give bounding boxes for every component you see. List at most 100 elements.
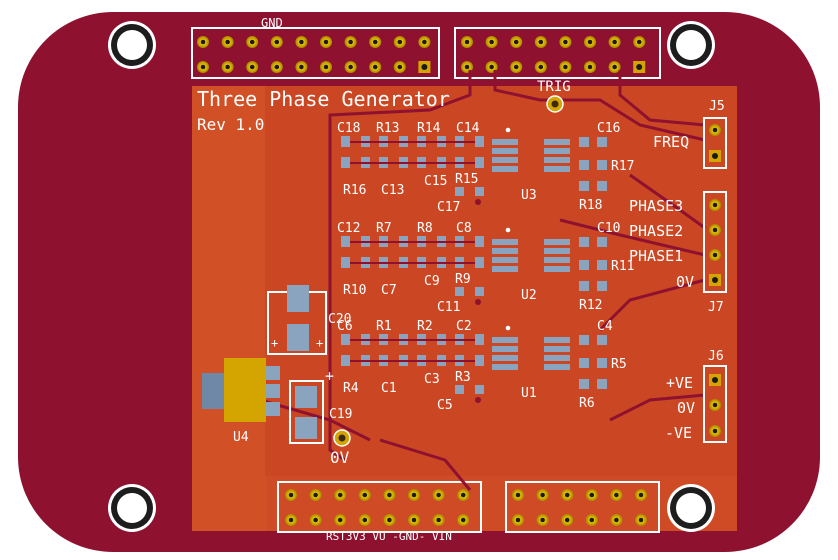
component-ref: R8	[417, 221, 433, 236]
header-pin	[369, 36, 382, 48]
smd-pad	[492, 355, 518, 361]
smd-pad	[492, 139, 518, 145]
header-pin	[334, 514, 347, 526]
header-pin-hole	[636, 64, 643, 70]
smd-pad	[579, 181, 589, 191]
component-ref: C11	[437, 300, 460, 315]
j6-pin-2	[709, 399, 721, 411]
header-pin	[393, 36, 406, 48]
header-pin	[358, 489, 371, 501]
smd-pad	[492, 337, 518, 343]
j5-pin	[709, 124, 721, 136]
smd-pad	[455, 287, 464, 296]
smd-pad	[492, 148, 518, 154]
smd-pad	[597, 281, 607, 291]
j6-ref: J6	[708, 349, 724, 364]
smd-pad	[492, 166, 518, 172]
c19-plus: +	[325, 367, 334, 385]
copper-pour-left	[192, 86, 267, 531]
smd-pad	[597, 160, 607, 170]
j6-pin-3	[709, 425, 721, 437]
c19-outline	[289, 380, 324, 444]
mounting-hole-bottom-left	[108, 484, 156, 532]
j7-phase3-label: PHASE3	[629, 197, 683, 215]
header-pin	[221, 61, 234, 73]
header-pin	[457, 514, 470, 526]
c20-plus-right: +	[316, 336, 323, 350]
component-ref: R4	[343, 381, 359, 396]
zero-v-label: 0V	[330, 448, 350, 467]
header-pin	[295, 36, 308, 48]
c20-plus-left: +	[271, 336, 278, 350]
j7-outline	[703, 191, 727, 293]
j6-pve-label: +VE	[666, 374, 693, 392]
header-pin	[383, 489, 396, 501]
component-ref: U2	[521, 288, 537, 303]
component-ref: C17	[437, 200, 460, 215]
smd-pad	[544, 355, 570, 361]
u4-pin-1	[266, 366, 280, 380]
header-pin	[561, 489, 574, 501]
u4-body	[224, 358, 266, 422]
header-pin	[536, 489, 549, 501]
header-pin	[536, 514, 549, 526]
smd-pad	[455, 187, 464, 196]
header-pin-hole	[421, 64, 428, 70]
smd-pad	[544, 266, 570, 272]
header-pin	[246, 36, 259, 48]
u4-tab-pad	[202, 373, 228, 409]
header-pin	[534, 36, 547, 48]
zero-v-testpoint	[333, 429, 351, 447]
u4-pin-3	[266, 402, 280, 416]
component-ref: R16	[343, 183, 366, 198]
header-pin	[561, 514, 574, 526]
trace-segment	[350, 241, 475, 264]
j7-pin-2	[709, 224, 721, 236]
header-pin	[383, 514, 396, 526]
smd-pad	[475, 334, 484, 345]
header-pin	[270, 36, 283, 48]
smd-pad	[475, 257, 484, 268]
smd-pad	[475, 136, 484, 147]
trig-label: TRIG	[537, 79, 571, 95]
j6-0v-label: 0V	[677, 399, 695, 417]
trace-segment	[350, 141, 475, 164]
header-pin	[584, 61, 596, 73]
board-title: Three Phase Generator	[197, 87, 450, 111]
component-ref: C14	[456, 121, 480, 136]
header-pin	[457, 489, 470, 501]
smd-pad	[597, 237, 607, 247]
smd-pad	[341, 334, 350, 345]
j7-phase2-label: PHASE2	[629, 222, 683, 240]
header-pin	[344, 61, 357, 73]
header-pin	[334, 489, 347, 501]
smd-pad	[579, 358, 589, 368]
header-pin	[635, 514, 647, 526]
component-ref: R11	[611, 259, 634, 274]
header-pin	[608, 36, 621, 48]
header-pin	[585, 489, 598, 501]
c19-ref: C19	[329, 407, 352, 422]
header-pin	[285, 514, 297, 526]
header-pin	[246, 61, 259, 73]
smd-pad	[492, 239, 518, 245]
smd-pad	[475, 385, 484, 394]
header-power-outline	[277, 481, 482, 533]
component-ref: R7	[376, 221, 392, 236]
smd-pad	[492, 157, 518, 163]
ic-pin1-dot	[505, 227, 511, 233]
header-pin	[358, 514, 371, 526]
header-pin	[197, 61, 209, 73]
component-ref: C8	[456, 221, 472, 236]
mounting-hole-top-right	[667, 21, 715, 69]
header-pin	[633, 36, 646, 48]
component-ref: C9	[424, 274, 440, 289]
header-pin	[285, 489, 297, 501]
j7-pin-1	[709, 199, 721, 211]
smd-pad	[544, 166, 570, 172]
c19-pad-1	[295, 386, 317, 408]
header-pin	[559, 61, 572, 73]
header-pin	[197, 36, 209, 48]
smd-pad	[597, 181, 607, 191]
header-pin	[309, 514, 322, 526]
